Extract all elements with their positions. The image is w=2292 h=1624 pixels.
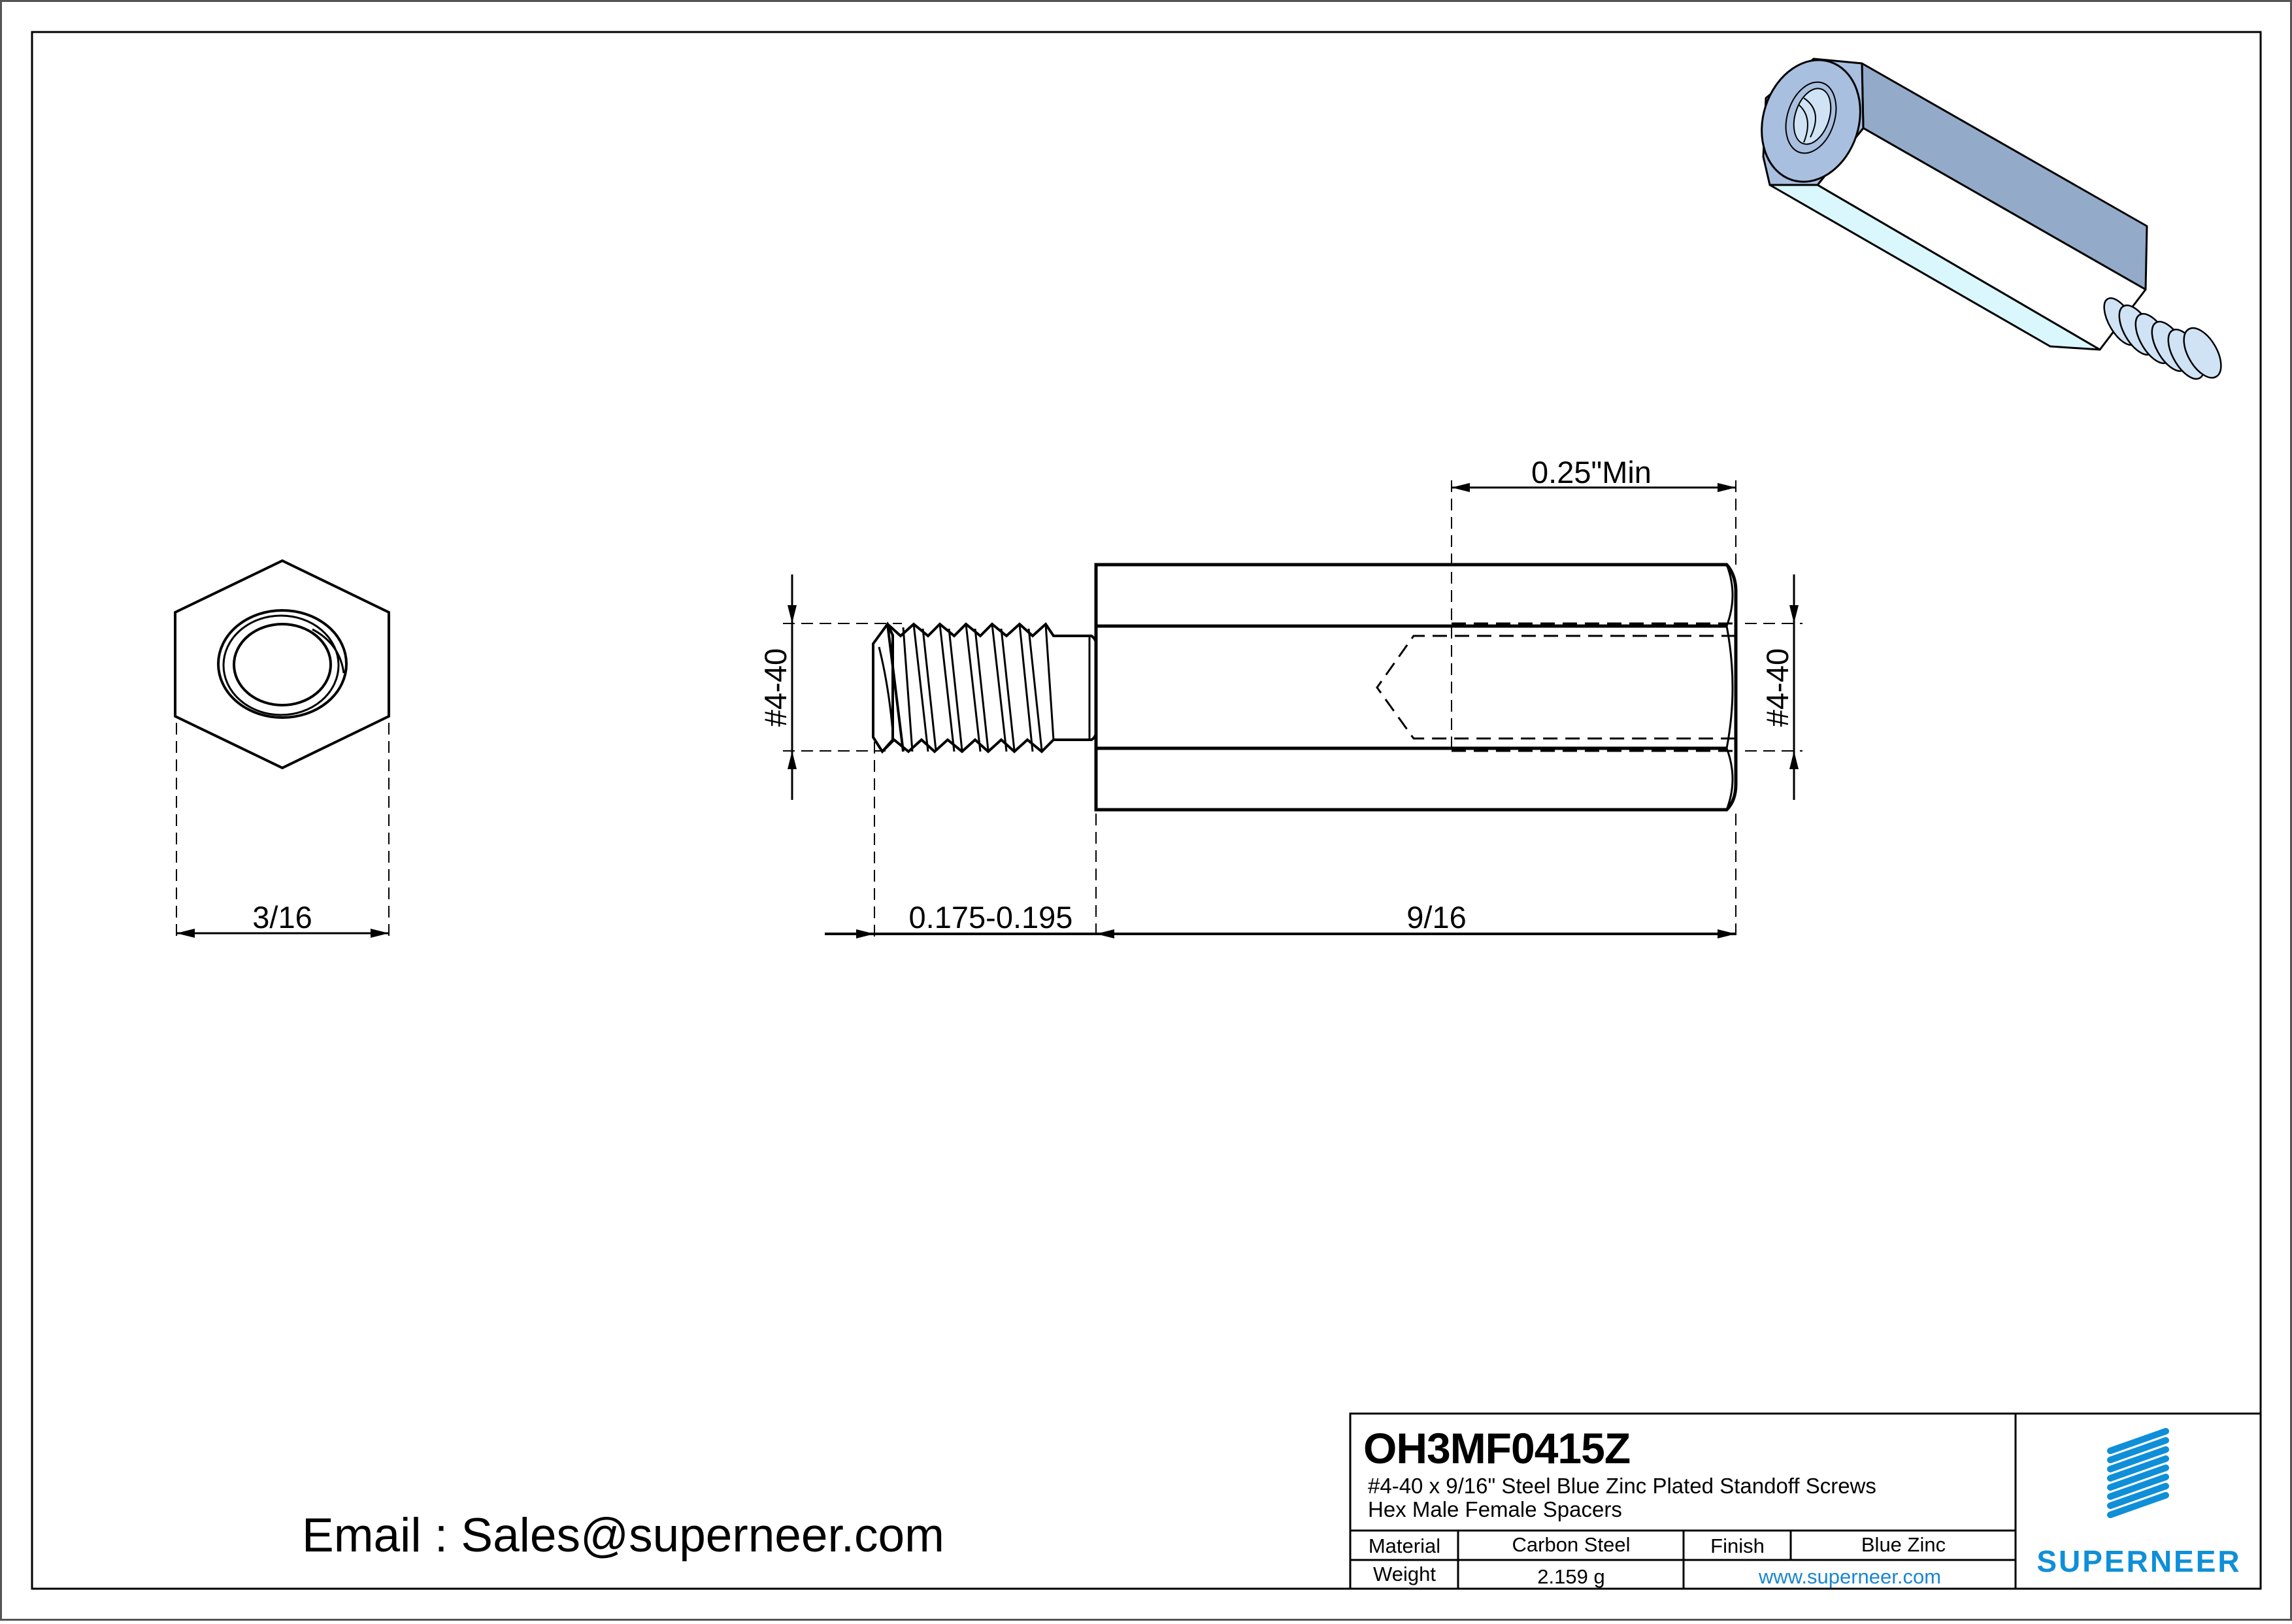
finish-value: Blue Zinc: [1861, 1533, 1946, 1556]
male-thread-length-dimension: 0.175-0.195: [909, 900, 1073, 935]
body-length-dimension: 9/16: [1406, 900, 1466, 935]
description-line-2: Hex Male Female Spacers: [1368, 1497, 1622, 1521]
description-line-1: #4-40 x 9/16" Steel Blue Zinc Plated Sta…: [1368, 1474, 1876, 1498]
contact-email: Email : Sales@superneer.com: [302, 1509, 944, 1562]
thread-depth-dimension: 0.25"Min: [1531, 455, 1652, 489]
superneer-logo-icon: [2107, 1428, 2169, 1518]
title-block-frame: [1349, 1412, 2262, 1590]
part-description: #4-40 x 9/16" Steel Blue Zinc Plated Sta…: [1368, 1474, 1876, 1521]
part-number: OH3MF0415Z: [1363, 1424, 1631, 1472]
female-thread-size-label: #4-40: [1760, 648, 1795, 727]
weight-label: Weight: [1373, 1563, 1436, 1585]
inner-border: [31, 31, 2262, 1590]
weight-value: 2.159 g: [1537, 1565, 1605, 1588]
hex-end-view: [174, 559, 390, 941]
isometric-view: [1761, 58, 2222, 380]
material-value: Carbon Steel: [1512, 1533, 1631, 1556]
brand-name: SUPERNEER: [2036, 1544, 2242, 1578]
side-view: [783, 480, 1802, 941]
hex-width-dimension: 3/16: [252, 900, 312, 935]
website-link[interactable]: www.superneer.com: [1758, 1565, 1942, 1588]
material-label: Material: [1368, 1534, 1441, 1557]
male-thread-size-label: #4-40: [758, 648, 793, 727]
finish-label: Finish: [1710, 1534, 1765, 1557]
